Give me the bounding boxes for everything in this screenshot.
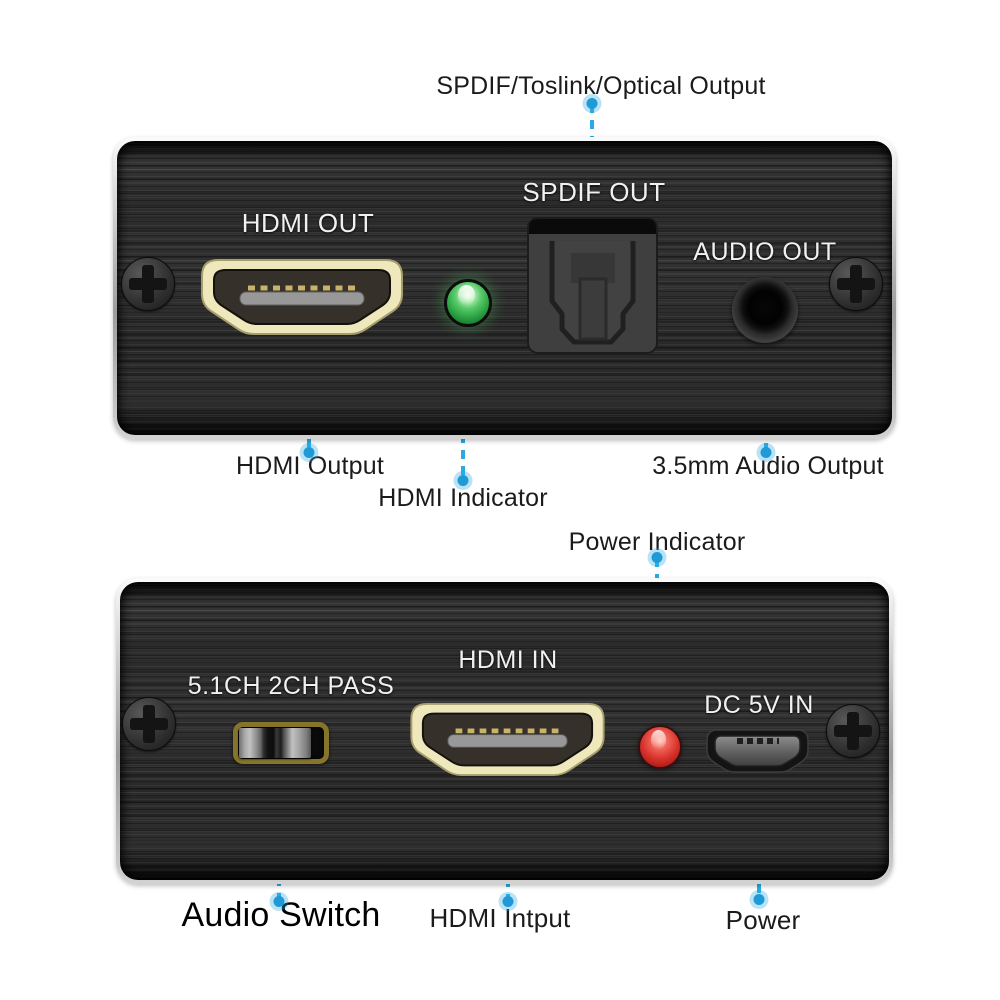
audio-mode-switch-label: 5.1CH 2CH PASS <box>187 672 395 700</box>
power-indicator-callout-label: Power Indicator <box>568 528 746 556</box>
hdmi-indicator-callout-label: HDMI Indicator <box>378 484 548 512</box>
power-indicator-led <box>638 725 682 769</box>
screw-icon <box>121 257 175 311</box>
audio-out-port-label: AUDIO OUT <box>693 238 837 266</box>
spdif-toslink-port <box>527 217 658 354</box>
screw-icon <box>122 697 176 751</box>
audio-mode-switch <box>233 722 329 764</box>
hdmi-out-port-label: HDMI OUT <box>241 208 375 238</box>
power-callout-label: Power <box>725 905 801 935</box>
device-output-panel: HDMI OUT SPDIF OUT AUDIO OUT <box>113 137 896 439</box>
hdmi-in-port <box>410 702 605 777</box>
spdif-out-port-label: SPDIF OUT <box>522 177 666 207</box>
hdmi-input-callout-label: HDMI Intput <box>429 903 571 933</box>
device-output-faceplate: HDMI OUT SPDIF OUT AUDIO OUT <box>117 141 892 435</box>
switch-knob <box>239 728 311 758</box>
device-input-panel: 5.1CH 2CH PASS HDMI IN DC 5V IN <box>116 578 893 884</box>
hdmi-indicator-led <box>444 279 492 327</box>
audio-jack-port <box>732 277 798 343</box>
hdmi-in-port-label: HDMI IN <box>458 646 558 674</box>
dc-in-port-label: DC 5V IN <box>704 691 814 719</box>
spdif-callout-label: SPDIF/Toslink/Optical Output <box>436 72 766 100</box>
hdmi-out-port <box>201 259 403 335</box>
screw-icon <box>826 704 880 758</box>
device-input-faceplate: 5.1CH 2CH PASS HDMI IN DC 5V IN <box>120 582 889 880</box>
micro-usb-port <box>706 729 809 773</box>
screw-icon <box>829 257 883 311</box>
